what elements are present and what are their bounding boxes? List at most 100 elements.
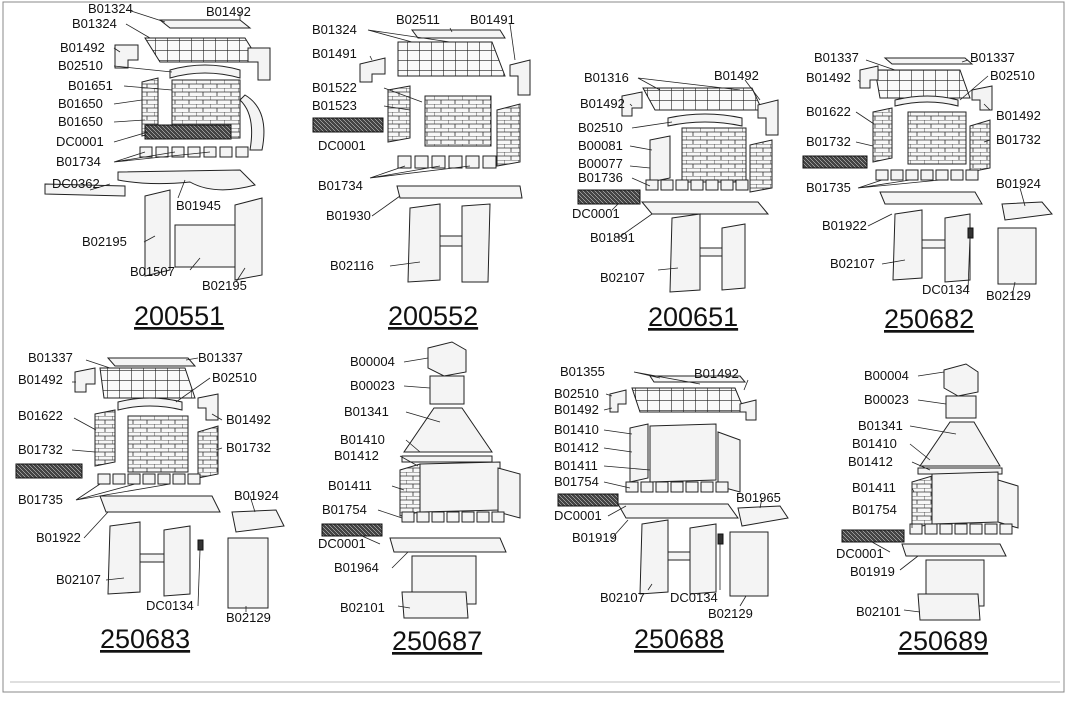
corbel-left [114, 44, 139, 69]
model-number: 250689 [898, 626, 988, 656]
part-label: B01964 [334, 560, 379, 575]
part-label: B01337 [28, 350, 73, 365]
leaders-250683 [71, 357, 256, 612]
part-label: B01736 [578, 170, 623, 185]
part-label: B01622 [806, 104, 851, 119]
part-label: B01341 [858, 418, 903, 433]
hood [403, 407, 493, 453]
base-left [407, 203, 441, 283]
grill-grate [841, 529, 905, 543]
latch [197, 539, 204, 551]
diagram-200551 [44, 19, 271, 281]
fire-bricks [397, 155, 497, 169]
corbel-right [509, 59, 531, 96]
fire-bricks [875, 169, 979, 181]
part-label: B02510 [554, 386, 599, 401]
side-left [94, 409, 116, 467]
part-label: B02107 [600, 270, 645, 285]
base-bridge [439, 235, 463, 247]
part-label: B01924 [234, 488, 279, 503]
part-labels-250688: B01355 B01492 B02510 B01492 B01410 B0141… [554, 364, 781, 654]
chimney-cap [427, 341, 467, 377]
base-left [639, 519, 669, 595]
corbel-right [247, 47, 271, 81]
part-label: B01732 [226, 440, 271, 455]
counter-slab [389, 537, 507, 553]
part-label: B02510 [990, 68, 1035, 83]
part-labels-200651: B01316 B01492 B01492 B02510 B00081 B0007… [572, 68, 759, 332]
leg-left [144, 189, 171, 277]
part-label: B02129 [226, 610, 271, 625]
part-label: B01922 [36, 530, 81, 545]
part-label: DC0362 [52, 176, 100, 191]
part-label: B01492 [694, 366, 739, 381]
part-label: B01622 [18, 408, 63, 423]
counter-slab [640, 201, 770, 215]
counter-slab [901, 543, 1007, 557]
part-label: B01410 [852, 436, 897, 451]
side-right [997, 479, 1019, 529]
counter-slab [879, 191, 983, 205]
part-label: DC0001 [572, 206, 620, 221]
part-label: B01324 [312, 22, 357, 37]
part-label: B01754 [554, 474, 599, 489]
fire-bricks [625, 481, 729, 493]
latch [717, 533, 724, 545]
side-right [197, 425, 219, 479]
latch [967, 227, 974, 239]
side-shelf [737, 505, 789, 527]
part-label: B01412 [334, 448, 379, 463]
part-labels-250689: B00004 B00023 B01341 B01410 B01412 B0141… [836, 368, 988, 656]
part-label: B01492 [206, 4, 251, 19]
part-label: B01324 [72, 16, 117, 31]
model-number: 250688 [634, 624, 724, 654]
base-right [689, 523, 717, 595]
part-label: B01337 [198, 350, 243, 365]
corbel-right [757, 99, 779, 136]
grill-grate [15, 463, 83, 479]
side-left [387, 85, 411, 143]
part-label: B02107 [830, 256, 875, 271]
part-label: DC0134 [922, 282, 970, 297]
model-number: 250682 [884, 304, 974, 334]
brick-back [424, 95, 492, 147]
tile-top [874, 69, 971, 99]
diagram-250689 [841, 363, 1019, 621]
side-right [749, 139, 773, 193]
leaders-250688 [603, 371, 763, 607]
part-labels-250683: B01337 B01337 B01492 B02510 B01622 B0149… [18, 350, 279, 654]
base-bridge [139, 553, 165, 563]
part-label: B01919 [572, 530, 617, 545]
top-cap [158, 19, 252, 29]
part-label: B01341 [344, 404, 389, 419]
door-panel [729, 531, 769, 597]
tile-top [642, 87, 763, 111]
part-label: B00081 [578, 138, 623, 153]
corbel-right [739, 399, 757, 421]
part-label: B01919 [850, 564, 895, 579]
grill-grate [802, 155, 868, 169]
part-label: B01492 [714, 68, 759, 83]
top-cap [883, 57, 974, 65]
corbel-left [621, 91, 643, 117]
arch [117, 397, 183, 411]
part-label: B02101 [856, 604, 901, 619]
arch [169, 64, 241, 79]
part-label: B01735 [18, 492, 63, 507]
model-number: 200551 [134, 301, 224, 331]
part-label: B01324 [88, 1, 133, 16]
part-label: B01492 [580, 96, 625, 111]
model-number: 250687 [392, 626, 482, 656]
base-left [107, 521, 141, 595]
side-shelf [231, 509, 285, 533]
part-label: B01651 [68, 78, 113, 93]
fire-bricks [139, 146, 249, 158]
part-label: B01492 [554, 402, 599, 417]
part-label: B02107 [56, 572, 101, 587]
base-right [461, 203, 491, 283]
part-label: DC0134 [670, 590, 718, 605]
part-label: B01650 [58, 114, 103, 129]
tile-top [99, 367, 196, 399]
base-bridge [921, 239, 946, 249]
top-cap [106, 357, 197, 367]
